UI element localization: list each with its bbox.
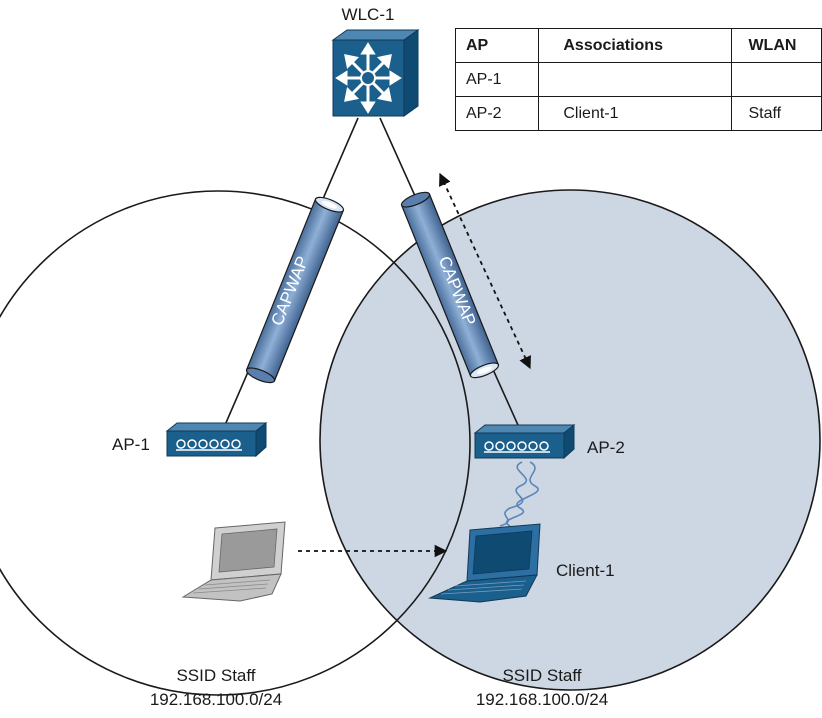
cell-1-ssid: SSID Staff [176, 666, 256, 685]
table-header: Associations [538, 28, 733, 63]
table-cell: Client-1 [538, 96, 733, 131]
ap2-access-point-icon [473, 423, 576, 460]
capwap-tunnel-1 [245, 196, 345, 384]
cell-2-subnet: 192.168.100.0/24 [475, 690, 609, 709]
client-1-laptop-icon [428, 523, 541, 603]
table-header: AP [454, 28, 540, 63]
table-header-row: AP Associations WLAN [454, 28, 822, 63]
wlc-switch-icon [331, 29, 420, 117]
client-1-label: Client-1 [556, 561, 615, 580]
table-cell [731, 62, 822, 97]
table-cell: AP-2 [454, 96, 540, 131]
ap1-label: AP-1 [112, 435, 150, 454]
table-row: AP-2 Client-1 Staff [454, 96, 822, 131]
table-cell [538, 62, 733, 97]
table-header: WLAN [731, 28, 822, 63]
table-row: AP-1 [454, 62, 822, 97]
cell-ap1 [0, 190, 471, 696]
cell-2-ssid: SSID Staff [502, 666, 582, 685]
ap-association-table: AP Associations WLAN AP-1 AP-2 Client-1 … [454, 28, 822, 131]
roaming-signal-arrow [439, 172, 531, 370]
table-cell: Staff [731, 96, 822, 131]
wlc-label: WLC-1 [341, 5, 395, 24]
table-cell: AP-1 [454, 62, 540, 97]
wireless-link-icon [499, 461, 539, 527]
ap2-label: AP-2 [587, 438, 625, 457]
roamed-laptop-icon [181, 521, 286, 602]
ap1-access-point-icon [165, 421, 268, 458]
cell-1-subnet: 192.168.100.0/24 [149, 690, 283, 709]
